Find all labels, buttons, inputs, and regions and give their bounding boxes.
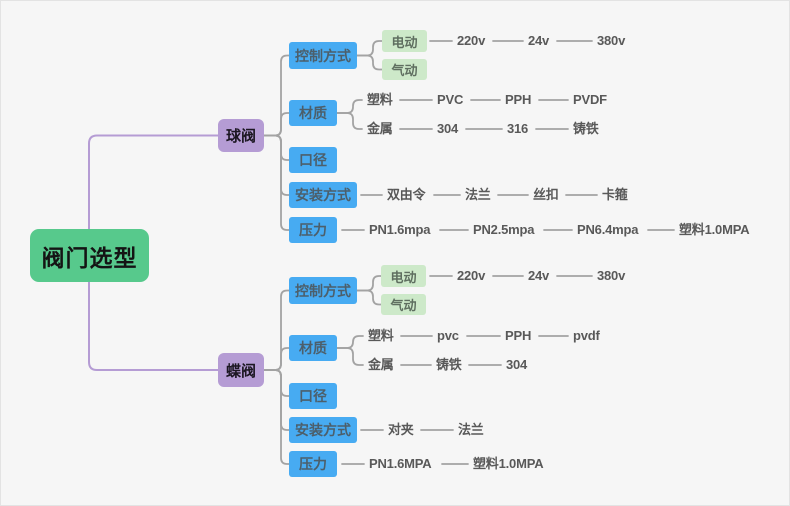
- bfly-leaf-380v[interactable]: 380v: [597, 268, 626, 283]
- ball-leaf-plastic-10mpa[interactable]: 塑料1.0MPA: [679, 222, 750, 237]
- ball-topic-pressure[interactable]: 压力: [289, 217, 337, 243]
- ball-leaf-plastic[interactable]: 塑料: [367, 92, 393, 107]
- bfly-topic-diameter[interactable]: 口径: [289, 383, 337, 409]
- bfly-leaf-220v[interactable]: 220v: [457, 268, 486, 283]
- ball-leaf-316[interactable]: 316: [507, 121, 529, 136]
- ball-leaf-flange[interactable]: 法兰: [465, 187, 491, 202]
- ball-leaf-pn16[interactable]: PN1.6mpa: [369, 222, 431, 237]
- ball-leaf-pph[interactable]: PPH: [505, 92, 532, 107]
- ball-leaf-pn25[interactable]: PN2.5mpa: [473, 222, 535, 237]
- gray-connectors: [263, 40, 675, 465]
- bfly-sub-pneumatic[interactable]: 气动: [381, 294, 426, 315]
- ball-leaf-cast-iron[interactable]: 铸铁: [573, 121, 599, 136]
- ball-sub-electric[interactable]: 电动: [382, 30, 427, 52]
- ball-leaf-pn64[interactable]: PN6.4mpa: [577, 222, 639, 237]
- ball-leaf-380v[interactable]: 380v: [597, 33, 626, 48]
- ball-leaf-304[interactable]: 304: [437, 121, 459, 136]
- ball-leaf-thread[interactable]: 丝扣: [533, 187, 559, 202]
- branch-ball-valve[interactable]: 球阀: [218, 119, 264, 152]
- ball-leaf-metal[interactable]: 金属: [367, 121, 393, 136]
- bfly-topic-install-method[interactable]: 安装方式: [289, 417, 357, 443]
- ball-leaf-clamp[interactable]: 卡箍: [602, 187, 628, 202]
- branch-butterfly-valve[interactable]: 蝶阀: [218, 353, 264, 387]
- ball-leaf-220v[interactable]: 220v: [457, 33, 486, 48]
- bfly-topic-material[interactable]: 材质: [289, 335, 337, 361]
- bfly-leaf-wafer[interactable]: 对夹: [388, 422, 414, 437]
- ball-topic-material[interactable]: 材质: [289, 100, 337, 126]
- bfly-leaf-cast-iron[interactable]: 铸铁: [436, 357, 462, 372]
- ball-sub-pneumatic[interactable]: 气动: [382, 59, 427, 80]
- ball-leaf-pvc[interactable]: PVC: [437, 92, 464, 107]
- bfly-leaf-plastic-10mpa[interactable]: 塑料1.0MPA: [473, 456, 544, 471]
- bfly-leaf-pph[interactable]: PPH: [505, 328, 532, 343]
- ball-leaf-double-union[interactable]: 双由令: [387, 187, 426, 202]
- ball-topic-install-method[interactable]: 安装方式: [289, 182, 357, 208]
- ball-topic-control-method[interactable]: 控制方式: [289, 42, 357, 69]
- ball-topic-diameter[interactable]: 口径: [289, 147, 337, 173]
- purple-connectors: [88, 134, 219, 371]
- bfly-leaf-304[interactable]: 304: [506, 357, 528, 372]
- bfly-topic-pressure[interactable]: 压力: [289, 451, 337, 477]
- bfly-leaf-pvc[interactable]: pvc: [437, 328, 459, 343]
- bfly-leaf-pn16[interactable]: PN1.6MPA: [369, 456, 432, 471]
- ball-leaf-pvdf[interactable]: PVDF: [573, 92, 607, 107]
- ball-leaf-24v[interactable]: 24v: [528, 33, 550, 48]
- bfly-topic-control-method[interactable]: 控制方式: [289, 277, 357, 304]
- bfly-leaf-plastic[interactable]: 塑料: [368, 328, 394, 343]
- bfly-leaf-flange[interactable]: 法兰: [458, 422, 484, 437]
- root-valve-selection[interactable]: 阀门选型: [30, 229, 149, 282]
- bfly-sub-electric[interactable]: 电动: [381, 265, 426, 287]
- bfly-leaf-24v[interactable]: 24v: [528, 268, 550, 283]
- bfly-leaf-pvdf[interactable]: pvdf: [573, 328, 600, 343]
- bfly-leaf-metal[interactable]: 金属: [368, 357, 394, 372]
